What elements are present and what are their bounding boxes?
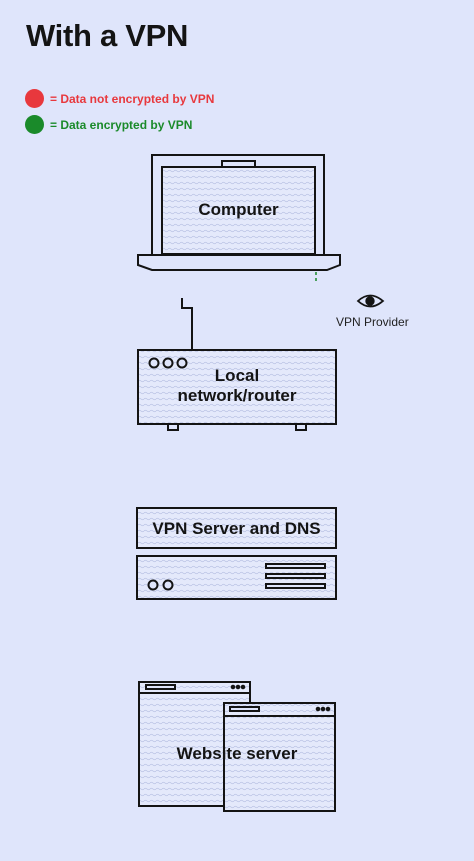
legend-item-encrypted: = Data encrypted by VPN <box>25 115 192 134</box>
vpn-server-icon <box>136 507 337 600</box>
router-box-icon <box>137 349 337 431</box>
green-dot-icon <box>25 115 44 134</box>
website-server-label: Website server <box>176 744 298 763</box>
vpn-server-label: VPN Server and DNS <box>152 519 321 538</box>
website-server-icon <box>138 681 336 812</box>
computer-laptop-icon <box>137 154 341 271</box>
red-dot-icon <box>25 89 44 108</box>
router-label-line1: Local <box>214 366 260 385</box>
router-label-line2: network/router <box>177 386 297 405</box>
computer-label: Computer <box>198 200 279 219</box>
legend-label-encrypted: = Data encrypted by VPN <box>50 117 193 132</box>
page-title: With a VPN <box>26 18 189 53</box>
vpn-provider-label: VPN Provider <box>336 315 409 329</box>
legend-label-not-encrypted: = Data not encrypted by VPN <box>50 91 215 106</box>
router-antenna-icon <box>181 298 193 350</box>
eye-icon <box>356 294 385 308</box>
legend-item-not-encrypted: = Data not encrypted by VPN <box>25 89 214 108</box>
